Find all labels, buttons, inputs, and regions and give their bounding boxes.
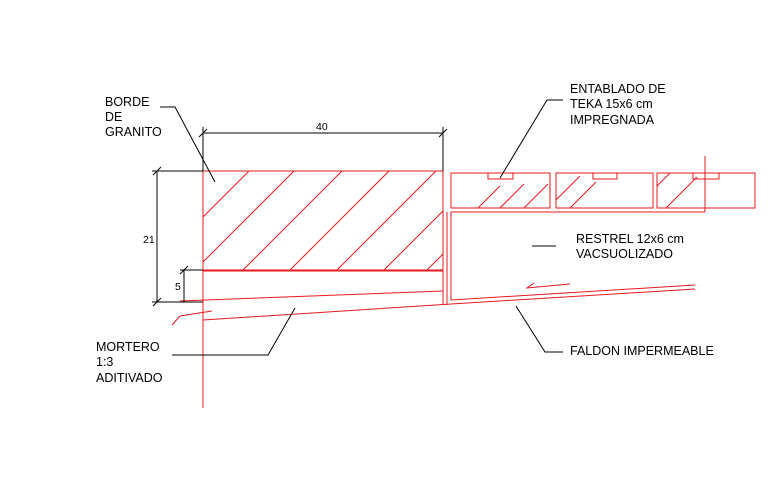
svg-text:MORTERO: MORTERO bbox=[96, 340, 160, 354]
svg-text:VACSUOLIZADO: VACSUOLIZADO bbox=[576, 247, 673, 261]
granite-border-block bbox=[202, 170, 444, 272]
svg-text:1:3: 1:3 bbox=[96, 355, 113, 369]
mortar-line-upper bbox=[179, 290, 444, 302]
dimension-width: 40 bbox=[316, 121, 328, 133]
teak-deck-boards bbox=[450, 172, 756, 209]
label-restrel: RESTREL 12x6 cm VACSUOLIZADO bbox=[576, 232, 684, 261]
label-borde-de-granito: BORDE DE GRANITO bbox=[105, 95, 162, 139]
dimension-lines bbox=[152, 127, 448, 307]
svg-text:BORDE: BORDE bbox=[105, 95, 149, 109]
section-geometry bbox=[171, 134, 756, 408]
svg-text:GRANITO: GRANITO bbox=[105, 125, 162, 139]
flow-arrow-left-icon bbox=[171, 310, 213, 326]
teak-board bbox=[656, 172, 756, 209]
dimension-small: 5 bbox=[175, 281, 181, 293]
membrane-line-upper bbox=[450, 284, 696, 301]
leader-borde bbox=[160, 106, 216, 183]
mortar-line-lower bbox=[202, 303, 452, 321]
svg-text:RESTREL 12x6 cm: RESTREL 12x6 cm bbox=[576, 232, 684, 246]
teak-board bbox=[450, 172, 551, 209]
svg-text:DE: DE bbox=[105, 110, 122, 124]
label-entablado-de-teka: ENTABLADO DE TEKA 15x6 cm IMPREGNADA bbox=[570, 82, 666, 127]
teak-board bbox=[555, 172, 654, 209]
svg-text:IMPREGNADA: IMPREGNADA bbox=[570, 113, 655, 127]
leader-lines bbox=[160, 99, 563, 356]
leader-mortero bbox=[172, 307, 296, 356]
svg-text:TEKA 15x6 cm: TEKA 15x6 cm bbox=[570, 97, 653, 111]
svg-text:ADITIVADO: ADITIVADO bbox=[96, 371, 163, 385]
leader-faldon bbox=[515, 305, 563, 353]
membrane-line-lower bbox=[450, 288, 696, 305]
dimension-height: 21 bbox=[143, 234, 155, 246]
label-faldon-impermeable: FALDON IMPERMEABLE bbox=[570, 344, 714, 358]
flow-arrow-right-icon bbox=[525, 282, 571, 289]
label-mortero: MORTERO 1:3 ADITIVADO bbox=[96, 340, 163, 385]
granite-hatching bbox=[202, 170, 444, 271]
svg-text:ENTABLADO DE: ENTABLADO DE bbox=[570, 82, 666, 96]
leader-entablado bbox=[499, 99, 563, 179]
